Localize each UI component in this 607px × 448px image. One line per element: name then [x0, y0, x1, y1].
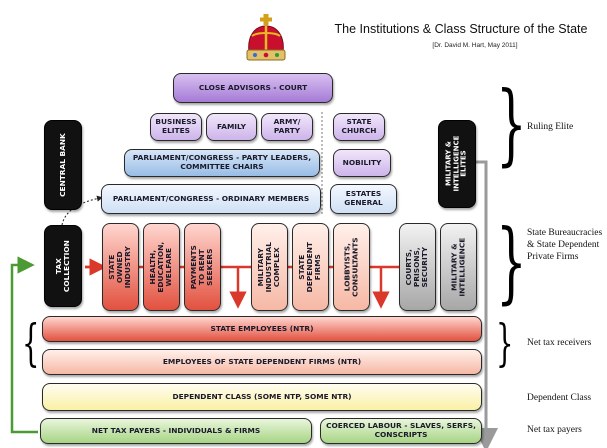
- lobbyists-consultants-label: Lobbyists, Consultants: [342, 237, 360, 297]
- net-tax-receivers-label: Net tax receivers: [527, 338, 592, 348]
- employees-state-dependent-firms-bar: Employees of State Dependent Firms (NTR): [42, 349, 482, 375]
- army-party-label: Army/ Party: [273, 117, 301, 135]
- crown-icon: [243, 14, 289, 64]
- courts-prisons-security-label: Courts, Prisons, Security: [404, 246, 430, 288]
- tax-collection-box: Tax Collection: [44, 225, 82, 307]
- ruling-elite-label: Ruling Elite: [527, 122, 574, 132]
- family-box: Family: [206, 113, 257, 141]
- courts-prisons-security-box: Courts, Prisons, Security: [399, 223, 436, 311]
- state-employees-label: State Employees (NTR): [210, 323, 314, 333]
- health-education-welfare-box: Health, Education, Welfare: [143, 223, 180, 311]
- state-dependent-firms-label: State Dependent Firms: [297, 241, 323, 293]
- payments-rent-seekers-label: Payments to Rent Seekers: [189, 244, 215, 290]
- state-church-box: State Church: [333, 113, 385, 141]
- page-subtitle: [Dr. David M. Hart, May 2011]: [432, 42, 518, 49]
- business-elites-box: Business Elites: [150, 113, 202, 141]
- lobbyists-consultants-box: Lobbyists, Consultants: [333, 223, 370, 311]
- estates-general-label: Estates General: [344, 189, 383, 207]
- employees-state-dependent-firms-label: Employees of State Dependent Firms (NTR): [162, 356, 362, 366]
- coerced-labour-bar: Coerced Labour - Slaves, Serfs, Conscrip…: [320, 418, 482, 444]
- health-education-welfare-label: Health, Education, Welfare: [148, 241, 174, 293]
- state-owned-industry-label: State Owned Industry: [107, 245, 133, 289]
- net-tax-payers-label: Net Tax Payers - Individuals & Firms: [91, 425, 261, 435]
- dependent-class-bar: Dependent Class (some NTP, some NTR): [42, 383, 482, 411]
- ruling-elite-brace: }: [496, 72, 527, 175]
- military-intelligence-box: Military & Intelligence: [440, 223, 477, 311]
- nobility-label: Nobility: [342, 157, 382, 167]
- military-intelligence-elites-label: Military & Intelligence Elites: [444, 136, 468, 192]
- left-receivers-brace: {: [22, 314, 40, 372]
- state-employees-bar: State Employees (NTR): [42, 316, 482, 342]
- central-bank-label: Central Bank: [57, 133, 67, 197]
- bureaucracies-brace: }: [496, 210, 527, 313]
- estates-general-box: Estates General: [330, 184, 397, 214]
- military-industrial-complex-box: Military Industrial Complex: [251, 223, 288, 311]
- military-industrial-complex-label: Military Industrial Complex: [256, 241, 282, 293]
- dependent-class-label: Dependent Class (some NTP, some NTR): [172, 391, 352, 401]
- parliament-ordinary-label: Parliament/Congress - Ordinary Members: [112, 193, 310, 203]
- net-tax-payers-side-label: Net tax payers: [527, 425, 582, 435]
- state-dependent-firms-box: State Dependent Firms: [292, 223, 329, 311]
- family-label: Family: [217, 121, 246, 131]
- close-advisors-court-box: Close advisors - Court: [173, 73, 333, 103]
- net-tax-receivers-brace: }: [496, 314, 514, 372]
- parliament-ordinary-box: Parliament/Congress - Ordinary Members: [101, 184, 321, 214]
- state-bureaucracies-label: State Bureaucracies & State Dependent Pr…: [527, 228, 603, 262]
- page-title: The Institutions & Class Structure of th…: [334, 22, 588, 36]
- central-bank-box: Central Bank: [44, 120, 82, 210]
- payments-rent-seekers-box: Payments to Rent Seekers: [184, 223, 221, 311]
- close-advisors-label: Close advisors - Court: [198, 82, 308, 92]
- coerced-labour-label: Coerced Labour - Slaves, Serfs, Conscrip…: [326, 421, 476, 439]
- tax-collection-label: Tax Collection: [53, 240, 72, 292]
- dependent-class-side-label: Dependent Class: [527, 393, 592, 403]
- parliament-leaders-label: Parliament/Congress - Party Leaders, Com…: [132, 153, 312, 171]
- military-intelligence-label: Military & Intelligence: [449, 237, 467, 297]
- state-owned-industry-box: State Owned Industry: [102, 223, 139, 311]
- state-church-label: State Church: [341, 117, 377, 135]
- military-intelligence-elites-box: Military & Intelligence Elites: [438, 120, 476, 208]
- army-party-box: Army/ Party: [261, 113, 313, 141]
- parliament-leaders-box: Parliament/Congress - Party Leaders, Com…: [124, 149, 320, 177]
- net-tax-payers-bar: Net Tax Payers - Individuals & Firms: [40, 418, 312, 444]
- business-elites-label: Business Elites: [155, 117, 197, 135]
- nobility-box: Nobility: [333, 149, 391, 177]
